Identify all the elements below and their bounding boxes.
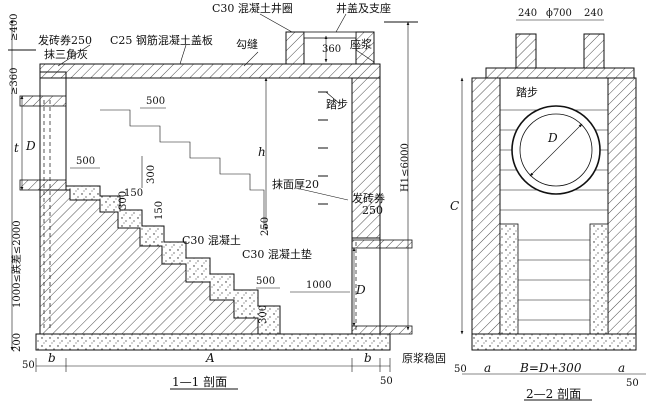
inlet-pipe-bottom — [19, 179, 67, 191]
s2-dim-c: C — [450, 199, 459, 213]
dim-left-360: ≥360 — [9, 68, 20, 95]
dim-base-200: 200 — [12, 333, 23, 352]
label-concrete-pad: C30 混凝土垫 — [242, 247, 312, 261]
s2-dim-left-50: 50 — [454, 364, 467, 375]
caption-section-2: 2—2 剖面 — [526, 387, 581, 401]
label-concrete: C30 混凝土 — [182, 233, 241, 247]
dim-step-300c: 300 — [258, 305, 269, 324]
dim-step-500c: 500 — [256, 276, 275, 287]
dim-b-left: b — [48, 351, 56, 365]
caption-section-1: 1—1 剖面 — [172, 375, 227, 389]
well-ring-right — [355, 31, 375, 65]
step-rungs — [318, 91, 328, 205]
s2-dim-a-right: a — [618, 361, 625, 375]
dim-step-300b: 300 — [118, 191, 129, 210]
label-plaster: 抹面厚20 — [272, 178, 319, 191]
section-1-dims: ≥400 360 ≥360 D h H1≤6000 1000≤跌差≤2000 t… — [9, 14, 411, 389]
s2-base-slab — [471, 333, 637, 351]
label-brick-arch-side: 发砖券 — [352, 191, 385, 205]
label-cover-seat: 井盖及支座 — [336, 1, 391, 15]
manhole-cover — [303, 31, 357, 39]
s2-ring-left — [515, 33, 537, 69]
s2-dim-d: D — [547, 131, 558, 145]
s2-dim-right-50: 50 — [626, 378, 639, 389]
s2-dim-a-left: a — [484, 361, 491, 375]
section-2-texts: 240 ϕ700 240 踏步 D C 50 a B=D+300 a 50 2—… — [450, 8, 639, 401]
dim-top-360: 360 — [322, 44, 341, 55]
dim-h1: H1≤6000 — [400, 143, 411, 192]
s2-ring-right — [583, 33, 605, 69]
section-1-labels: C30 混凝土井圈 井盖及支座 发砖券250 C25 钢筋混凝土盖板 抹三角灰 … — [38, 1, 446, 365]
base-slab — [35, 333, 391, 351]
s2-dim-240b: 240 — [584, 8, 603, 19]
dim-step-150a: 150 — [124, 188, 143, 199]
s2-cover-slab — [485, 67, 635, 79]
dim-t: t — [14, 141, 19, 155]
leader-lines — [57, 13, 375, 201]
s2-left-wall — [471, 77, 501, 335]
s2-dim-240a: 240 — [518, 8, 537, 19]
label-brick-arch-top: 发砖券250 — [38, 33, 92, 47]
section-2-2 — [460, 19, 646, 401]
dimension-lines — [10, 19, 410, 372]
label-mortar-bed: 座浆 — [350, 37, 372, 51]
s2-label-step-ladder: 踏步 — [516, 85, 538, 99]
dim-d-inlet: D — [25, 139, 36, 153]
dim-step-500b: 500 — [76, 156, 95, 167]
dim-drop: 1000≤跌差≤2000 — [10, 220, 23, 308]
label-pointing: 勾缝 — [236, 37, 258, 51]
label-triangle-ash: 抹三角灰 — [44, 47, 88, 61]
dim-v-250: 250 — [260, 217, 271, 236]
s2-fill-right — [589, 223, 609, 335]
right-wall-upper — [351, 77, 381, 239]
outlet-pipe-top — [351, 239, 413, 249]
cover-slab — [39, 63, 381, 79]
inner-stair-outline — [100, 109, 265, 230]
dim-step-150b: 150 — [154, 201, 165, 220]
outlet-pipe-bottom — [351, 325, 413, 335]
s2-dim-700: ϕ700 — [546, 8, 572, 19]
inlet-pipe-top — [19, 95, 67, 107]
label-step-ladder: 踏步 — [326, 97, 348, 111]
dim-h: h — [258, 145, 266, 159]
s2-dim-b: B=D+300 — [519, 361, 582, 375]
s2-d-dim-line — [529, 123, 583, 177]
label-grout: 原浆稳固 — [402, 351, 446, 365]
dim-left-50: 50 — [22, 360, 35, 371]
dim-step-500a: 500 — [146, 96, 165, 107]
dim-a: A — [205, 351, 215, 365]
dim-step-300a: 300 — [146, 165, 157, 184]
dim-d-outlet: D — [355, 283, 366, 297]
dim-right-50: 50 — [380, 376, 393, 387]
dim-step-1000: 1000 — [306, 280, 331, 291]
label-cover-slab: C25 钢筋混凝土盖板 — [110, 33, 213, 47]
well-ring-left — [285, 31, 305, 65]
right-wall-lower — [351, 237, 381, 335]
s2-fill-left — [499, 223, 519, 335]
section-1-1 — [8, 13, 418, 390]
label-well-ring: C30 混凝土井圈 — [212, 1, 293, 15]
s2-right-wall — [607, 77, 637, 335]
dim-b-right: b — [364, 351, 372, 365]
label-brick-arch-side-val: 250 — [362, 204, 383, 217]
soil-mass — [39, 189, 259, 335]
dim-top-400: ≥400 — [9, 14, 20, 41]
